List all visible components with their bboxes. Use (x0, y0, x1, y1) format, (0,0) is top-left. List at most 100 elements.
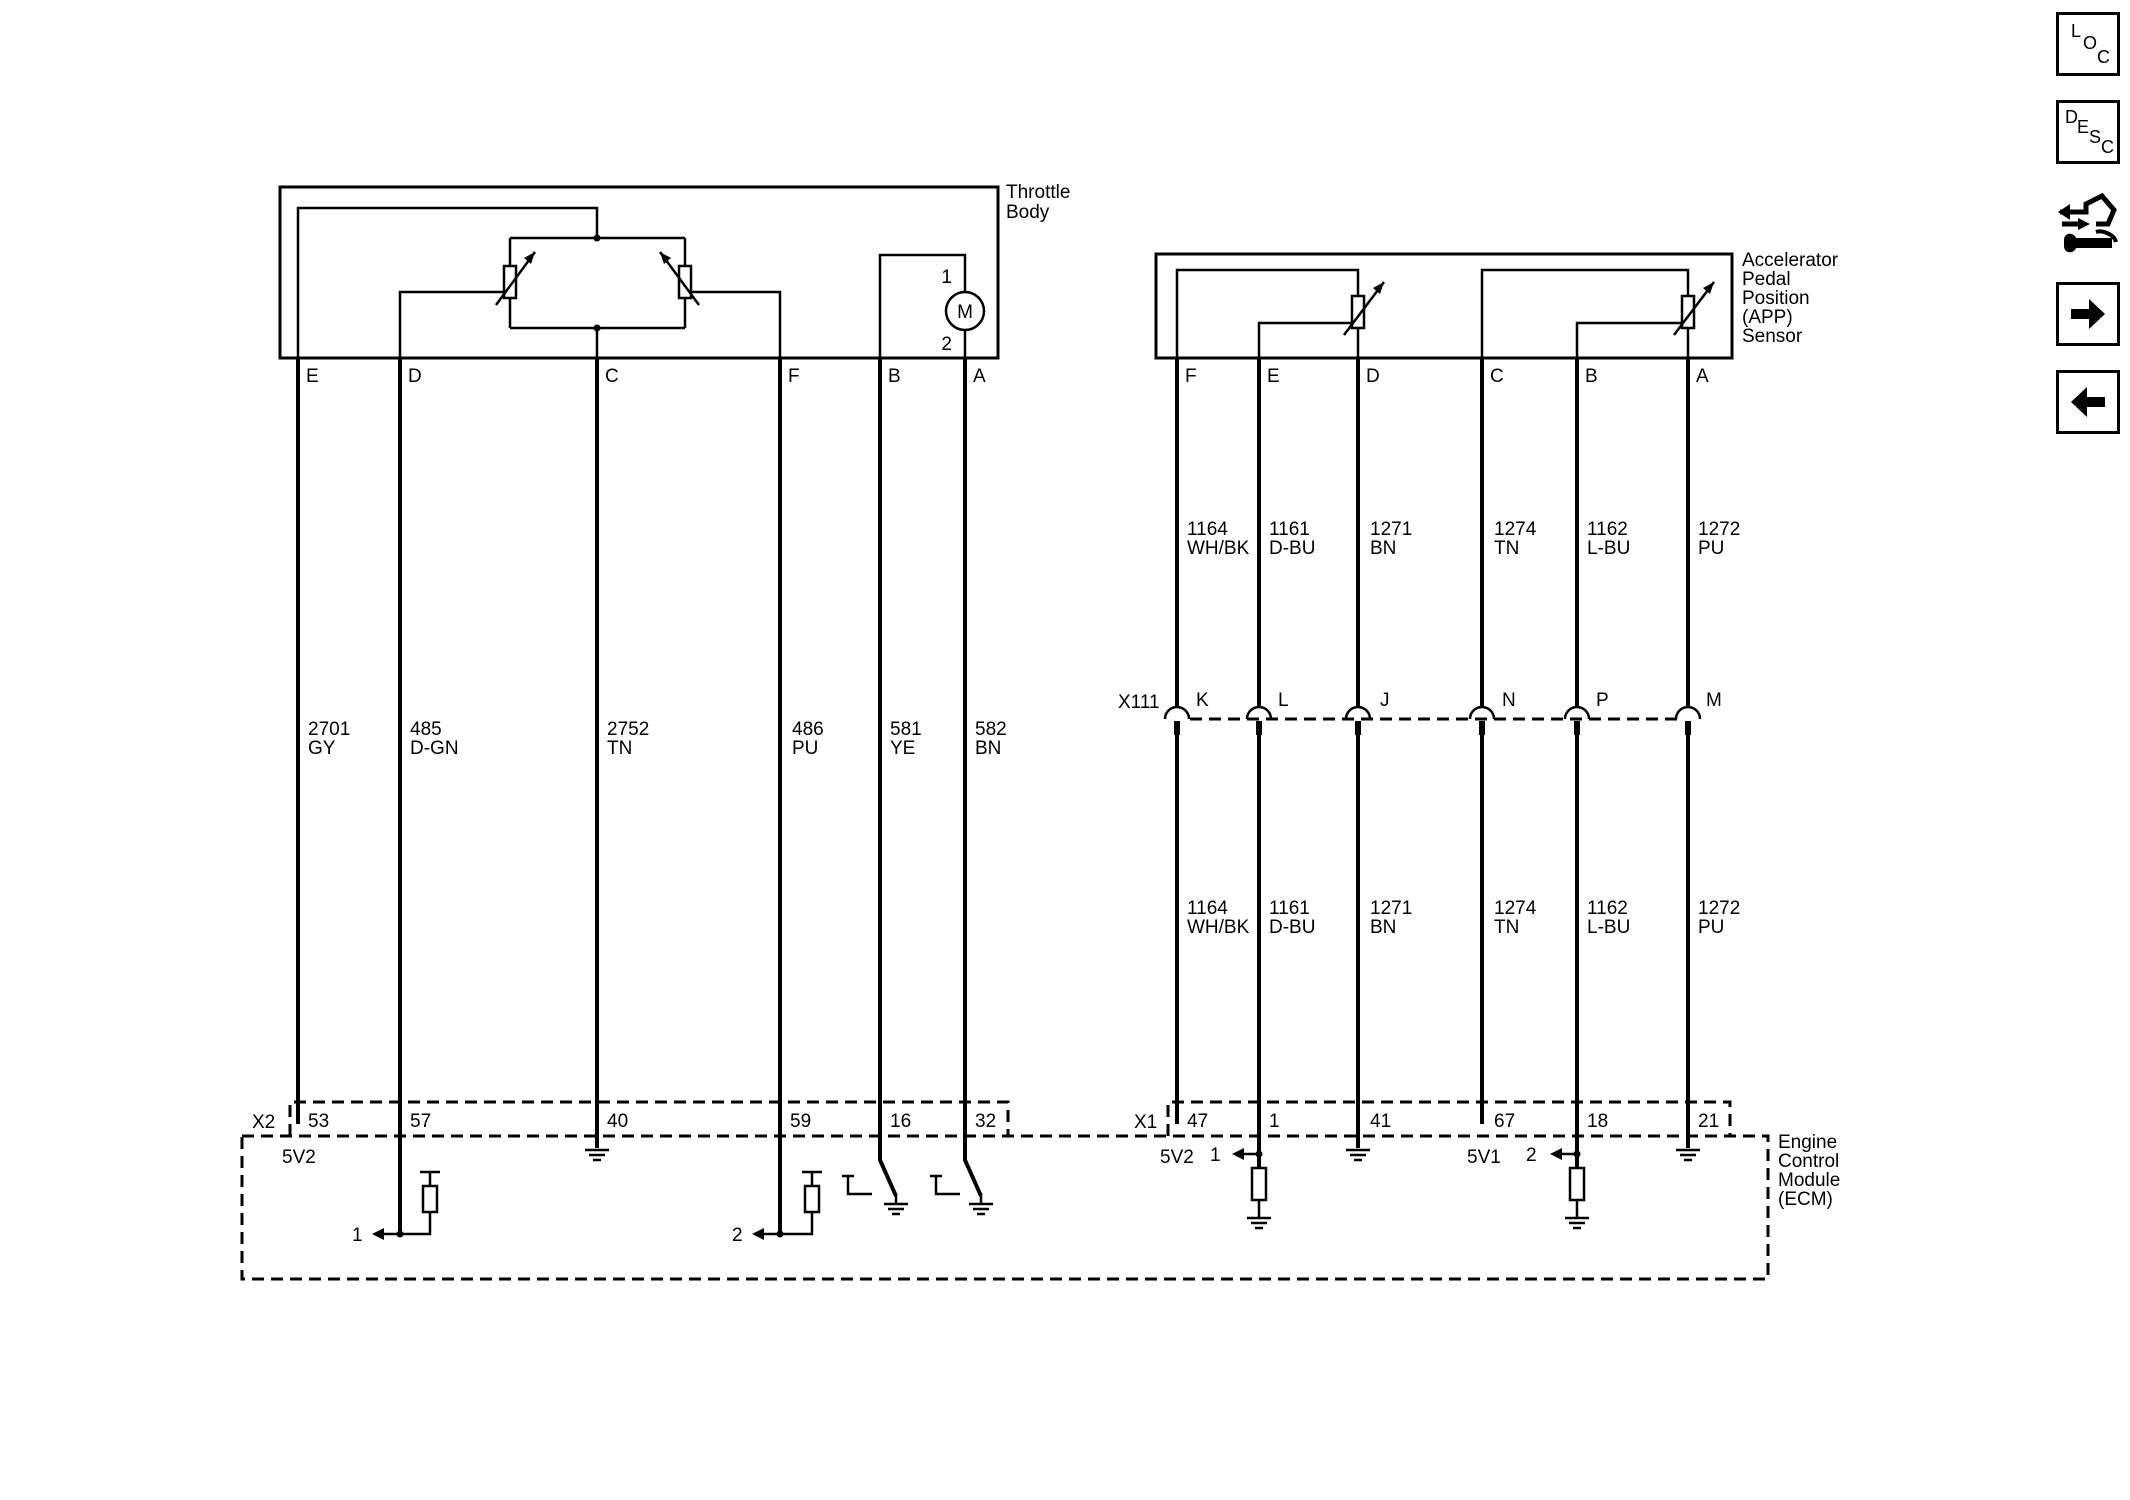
x2-label: X2 (252, 1112, 275, 1133)
app-sensor-wires (1175, 358, 1690, 1168)
app-sensor-pins: F E D C B A (1185, 366, 1709, 387)
svg-text:N: N (1502, 690, 1516, 711)
ground-symbol (1346, 1148, 1370, 1162)
svg-text:1161: 1161 (1269, 519, 1310, 540)
ecm-internals: 1 2 1 2 (352, 1145, 1700, 1246)
svg-text:(ECM): (ECM) (1778, 1189, 1833, 1210)
svg-text:F: F (1185, 366, 1197, 387)
svg-text:582: 582 (975, 719, 1007, 740)
svg-text:M: M (1706, 690, 1722, 711)
svg-text:D: D (1366, 366, 1380, 387)
ecm-label: Engine Control Module (ECM) (1778, 1132, 1840, 1210)
svg-text:D-BU: D-BU (1269, 538, 1315, 559)
description-button[interactable]: D E S C (2056, 100, 2120, 164)
svg-text:1274: 1274 (1494, 519, 1537, 540)
svg-text:BN: BN (975, 738, 1001, 759)
arrow-right-icon (2071, 299, 2105, 329)
x1-label: X1 (1134, 1112, 1157, 1133)
motor-terminal-1: 1 (941, 267, 952, 288)
svg-text:1: 1 (352, 1225, 363, 1246)
svg-text:1271: 1271 (1370, 519, 1412, 540)
svg-text:57: 57 (410, 1111, 431, 1132)
tb-pin-d: D (408, 366, 422, 387)
tb-pin-e: E (306, 366, 319, 387)
svg-text:WH/BK: WH/BK (1187, 538, 1250, 559)
svg-text:2752: 2752 (607, 719, 649, 740)
previous-button[interactable] (2056, 370, 2120, 434)
svg-text:1272: 1272 (1698, 898, 1740, 919)
x111-label: X111 (1118, 692, 1160, 713)
svg-text:1: 1 (1269, 1111, 1280, 1132)
svg-text:1161: 1161 (1269, 898, 1310, 919)
x111-connector: X111 K L J N P M (1118, 690, 1722, 735)
svg-text:PU: PU (1698, 538, 1724, 559)
svg-text:J: J (1380, 690, 1390, 711)
svg-text:Pedal: Pedal (1742, 269, 1791, 290)
app-sensor-internals (1175, 268, 1715, 358)
svg-text:C: C (1490, 366, 1504, 387)
motor-label: M (957, 302, 973, 323)
svg-text:(APP): (APP) (1742, 307, 1793, 328)
svg-text:E: E (1267, 366, 1280, 387)
arrow-left-icon (2071, 387, 2105, 417)
svg-text:41: 41 (1370, 1111, 1391, 1132)
app-wire-labels-lower: 1164 WH/BK 1161 D-BU 1271 BN 1274 TN 116… (1187, 898, 1740, 938)
svg-text:TN: TN (1494, 917, 1519, 938)
svg-text:Control: Control (1778, 1151, 1839, 1172)
svg-text:485: 485 (410, 719, 442, 740)
location-button[interactable]: L O C (2056, 12, 2120, 76)
desc-letter-d: D (2065, 107, 2078, 127)
svg-text:P: P (1596, 690, 1609, 711)
svg-text:1162: 1162 (1587, 519, 1628, 540)
tb-pin-a: A (973, 366, 986, 387)
throttle-body-box (278, 185, 1000, 360)
svg-text:Sensor: Sensor (1742, 326, 1803, 347)
desc-letter-e: E (2077, 117, 2090, 137)
tb-pin-f: F (788, 366, 800, 387)
svg-text:GY: GY (308, 738, 336, 759)
svg-text:B: B (1585, 366, 1598, 387)
svg-text:21: 21 (1698, 1111, 1719, 1132)
svg-text:1271: 1271 (1370, 898, 1412, 919)
throttle-body-wires (296, 358, 983, 1234)
svg-text:PU: PU (1698, 917, 1724, 938)
svg-text:YE: YE (890, 738, 915, 759)
svg-text:1164: 1164 (1187, 519, 1228, 540)
tb-pin-b: B (888, 366, 901, 387)
svg-text:2: 2 (1526, 1145, 1537, 1166)
loc-letter-c: C (2097, 47, 2110, 67)
svg-text:1274: 1274 (1494, 898, 1537, 919)
throttle-body-label-1: Throttle (1006, 182, 1070, 203)
throttle-wire-labels: 2701 GY 485 D-GN 2752 TN 486 PU 581 YE 5… (308, 719, 1007, 759)
svg-text:1: 1 (1210, 1145, 1221, 1166)
svg-text:5V1: 5V1 (1467, 1147, 1501, 1168)
svg-text:K: K (1196, 690, 1209, 711)
svg-text:16: 16 (890, 1111, 911, 1132)
connector-repair-button[interactable] (2056, 190, 2120, 262)
svg-text:TN: TN (607, 738, 632, 759)
svg-text:32: 32 (975, 1111, 996, 1132)
svg-text:WH/BK: WH/BK (1187, 917, 1250, 938)
svg-text:2: 2 (732, 1225, 743, 1246)
next-button[interactable] (2056, 282, 2120, 346)
svg-text:PU: PU (792, 738, 818, 759)
svg-text:18: 18 (1587, 1111, 1608, 1132)
svg-text:L-BU: L-BU (1587, 538, 1630, 559)
svg-text:40: 40 (607, 1111, 628, 1132)
svg-text:D-BU: D-BU (1269, 917, 1315, 938)
app-sensor-label: Accelerator Pedal Position (APP) Sensor (1742, 250, 1839, 347)
motor-symbol (944, 290, 986, 332)
desc-letter-s: S (2089, 127, 2102, 147)
svg-text:1164: 1164 (1187, 898, 1228, 919)
svg-text:TN: TN (1494, 538, 1519, 559)
loc-letter-l: L (2071, 21, 2082, 41)
svg-text:BN: BN (1370, 538, 1396, 559)
svg-text:486: 486 (792, 719, 824, 740)
svg-text:1272: 1272 (1698, 519, 1740, 540)
svg-text:53: 53 (308, 1111, 329, 1132)
svg-text:2701: 2701 (308, 719, 350, 740)
x1-connector: X1 47 1 41 67 18 21 5V2 5V1 (1134, 1100, 1732, 1168)
svg-text:59: 59 (790, 1111, 811, 1132)
desc-letter-c: C (2101, 137, 2114, 157)
svg-text:D-GN: D-GN (410, 738, 459, 759)
